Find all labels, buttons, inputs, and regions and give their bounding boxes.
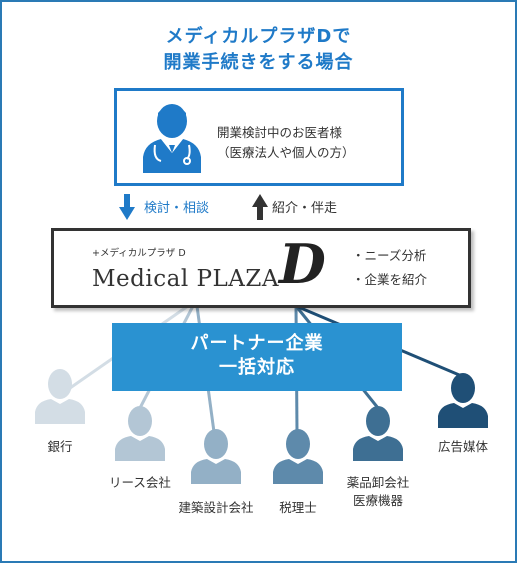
tax-person-icon [273,429,323,484]
doctor-line-1: 開業検討中のお医者様 [217,125,343,140]
plaza-bullet-needs: ・ニーズ分析 [352,248,427,263]
partner-line-2: 一括対応 [219,357,295,378]
plaza-bullet-introduce: ・企業を紹介 [352,272,428,287]
label-bank: 銀行 [47,439,73,454]
label-architect: 建築設計会社 [178,500,254,515]
label-ads: 広告媒体 [437,439,488,454]
pharma-person-icon [353,406,403,461]
architect-person-icon [191,429,241,484]
doctor-box: 開業検討中のお医者様 （医療法人や個人の方） [114,88,404,186]
partner-line-1: パートナー企業 [190,333,324,354]
lease-person-icon [115,406,165,461]
doctor-line-2: （医療法人や個人の方） [217,145,355,160]
doctor-icon [143,104,201,173]
ads-person-icon [438,373,488,428]
arrow-up-label: 紹介・伴走 [272,201,338,216]
title-line-2: 開業手続きをする場合 [163,52,354,73]
label-lease: リース会社 [109,475,171,490]
arrow-down-label: 検討・相談 [144,201,210,216]
label-pharma: 薬品卸会社 医療機器 [346,475,410,508]
title-line-1: メディカルプラザDで [165,26,352,47]
plaza-small-logo: +メディカルプラザ D [92,248,186,259]
label-tax: 税理士 [279,500,317,515]
bank-person-icon [35,369,85,424]
plaza-logo-name: Medical PLAZA [92,266,279,292]
plaza-logo-letter: D [279,232,326,296]
partner-banner: パートナー企業 一括対応 [112,323,402,391]
medical-plaza-box: +メディカルプラザ D Medical PLAZA D ・ニーズ分析 ・企業を紹… [51,228,471,308]
